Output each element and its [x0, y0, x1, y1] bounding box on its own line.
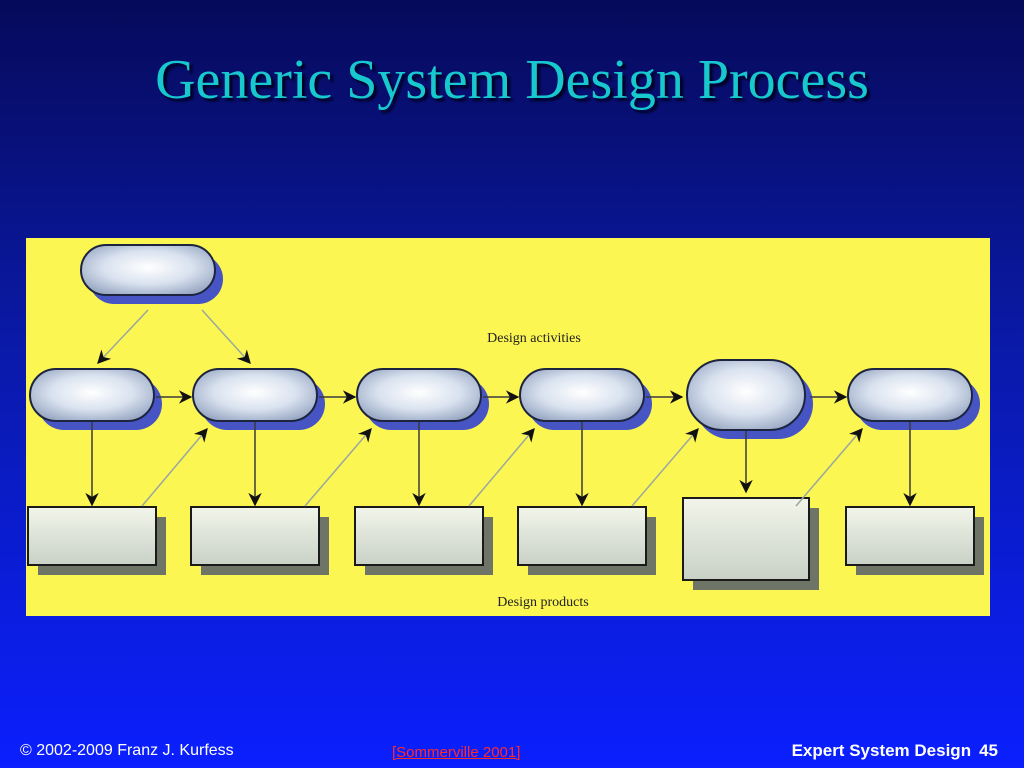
footer-copyright: © 2002-2009 Franz J. Kurfess: [20, 742, 234, 759]
course-title: Expert System Design: [791, 741, 972, 760]
arrow-feedback-4: [795, 427, 863, 507]
abstract-specification-node: [192, 368, 325, 430]
arrow-feedback-1: [304, 427, 372, 507]
algorithm-design-node: [847, 368, 980, 430]
component-design-node: [519, 368, 652, 430]
architectural-design-node: [29, 368, 162, 430]
design-process-diagram: RequirementsspecificationDesign activiti…: [26, 238, 990, 616]
arrow-req-to-abstract: [201, 309, 251, 365]
diagram-canvas: RequirementsspecificationDesign activiti…: [27, 244, 984, 610]
reference-link[interactable]: [Sommerville 2001]: [392, 744, 521, 761]
arrow-feedback-3: [631, 427, 699, 507]
component-specification-box: [517, 506, 656, 575]
design-activities-label: Design activities: [487, 331, 581, 346]
page-number: 45: [979, 741, 998, 760]
software-specification-box: [190, 506, 329, 575]
system-architecture-box: [27, 506, 166, 575]
data-structure-specification-box: [682, 497, 819, 590]
footer-course: Expert System Design 45: [792, 741, 998, 761]
interface-design-node: [356, 368, 489, 430]
algorithm-specification-box: [845, 506, 984, 575]
requirements-specification-node: [80, 244, 223, 304]
arrow-feedback-0: [141, 427, 208, 507]
slide-title: Generic System Design Process: [155, 49, 869, 111]
data-structure-design-node: [686, 359, 813, 439]
arrow-feedback-2: [468, 427, 535, 507]
interface-specification-box: [354, 506, 493, 575]
arrow-req-to-architectural: [97, 309, 149, 364]
design-products-label: Design products: [497, 595, 588, 610]
